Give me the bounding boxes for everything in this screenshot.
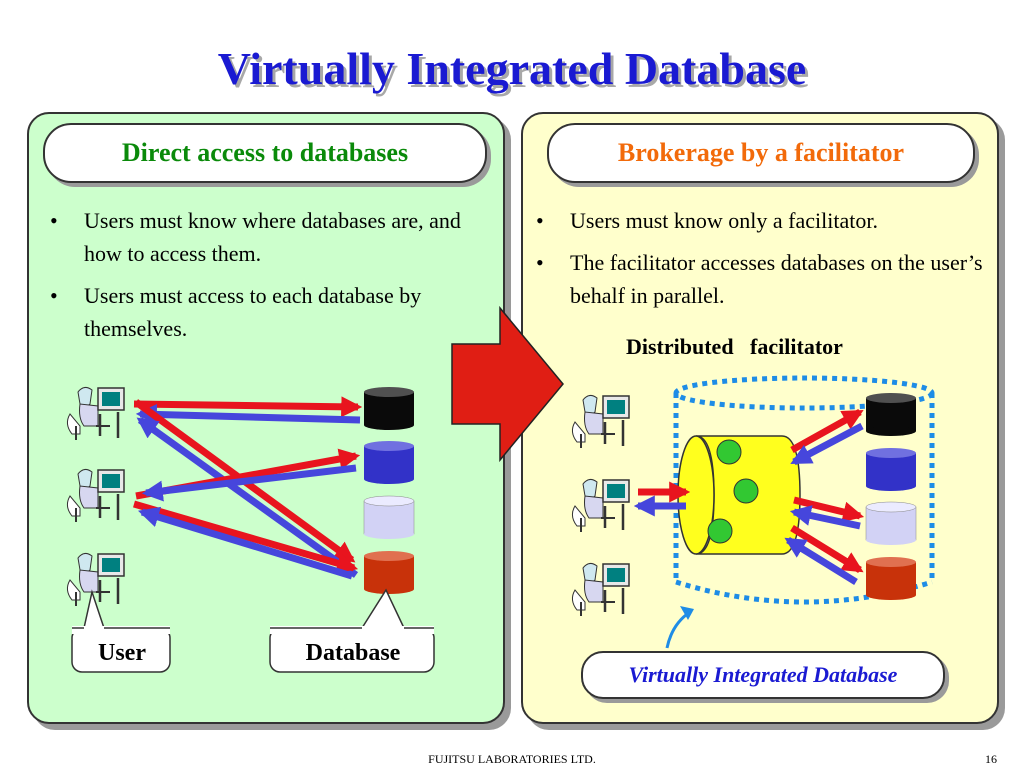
user-icon: [571, 562, 631, 618]
database-icon: [364, 551, 414, 594]
user-icon: [66, 386, 126, 442]
footer-company: FUJITSU LABORATORIES LTD.: [428, 752, 596, 766]
database-icon: [364, 387, 414, 430]
user-label: User: [98, 640, 146, 666]
brokerage-header: Brokerage by a facilitator: [547, 123, 975, 183]
direct-access-bullet-2: Users must access to each database by th…: [44, 279, 499, 345]
transition-arrow-icon: [451, 305, 564, 463]
database-icon: [866, 393, 916, 436]
user-icon: [571, 478, 631, 534]
database-icon: [364, 441, 414, 484]
brokerage-bullet-2: The facilitator accesses databases on th…: [530, 246, 990, 312]
user-icon: [66, 552, 126, 608]
database-icon: [363, 495, 415, 539]
slide-title: Virtually Integrated Database: [217, 43, 807, 94]
distributed-facilitator-label: Distributed facilitator: [626, 334, 843, 359]
database-icon: [865, 501, 917, 545]
facilitator-icon: [677, 435, 801, 555]
page-number: 16: [985, 752, 997, 766]
brokerage-bullets: Users must know only a facilitator. The …: [530, 204, 990, 321]
direct-access-bullet-1: Users must know where databases are, and…: [44, 204, 499, 270]
direct-access-bullets: Users must know where databases are, and…: [44, 204, 499, 354]
user-icon: [66, 468, 126, 524]
database-icon: [866, 557, 916, 600]
brokerage-bullet-1: Users must know only a facilitator.: [530, 204, 990, 237]
virtually-integrated-database-label: Virtually Integrated Database: [581, 651, 945, 699]
direct-access-header: Direct access to databases: [43, 123, 487, 183]
database-label: Database: [305, 640, 401, 666]
brokerage-panel: Brokerage by a facilitator Users must kn…: [521, 112, 999, 724]
user-icon: [571, 394, 631, 450]
direct-access-arrows: [133, 396, 363, 580]
user-callout-pointer: [83, 589, 105, 629]
database-callout-pointer: [361, 588, 405, 629]
brokerage-arrows: [633, 408, 865, 585]
database-icon: [866, 448, 916, 491]
